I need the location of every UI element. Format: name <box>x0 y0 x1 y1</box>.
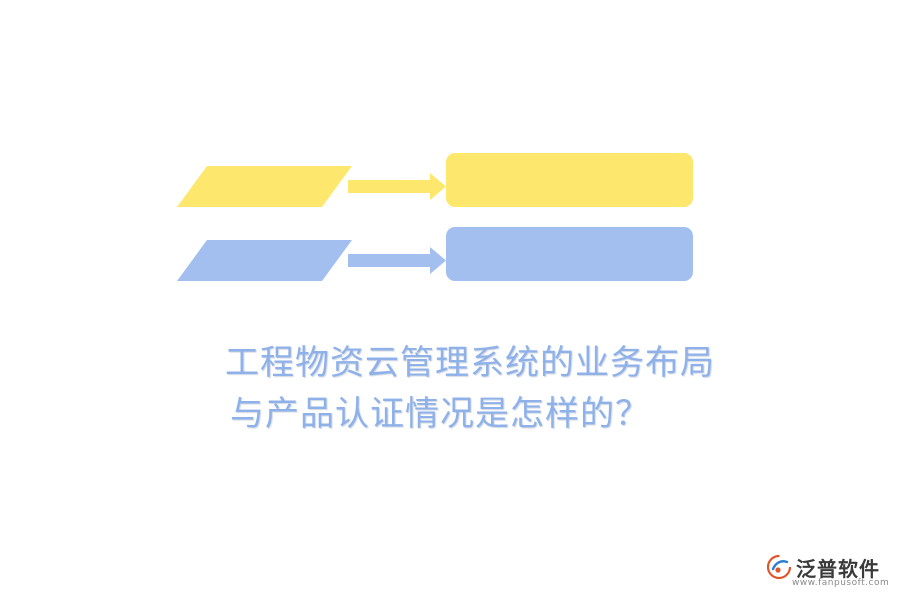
blue-parallelogram <box>177 240 352 281</box>
yellow-parallelogram <box>177 166 352 207</box>
headline-line-2: 与产品认证情况是怎样的？ <box>230 394 650 434</box>
fanpu-logo-icon <box>766 554 792 580</box>
brand-name: 泛普软件 <box>796 557 880 581</box>
brand-url: www.fanpusoft.com <box>792 578 890 588</box>
blue-arrow <box>348 247 446 274</box>
yellow-arrow <box>348 173 446 200</box>
headline-line-1: 工程物资云管理系统的业务布局 <box>225 343 715 383</box>
blue-box <box>446 227 693 281</box>
flow-diagram <box>177 153 693 281</box>
brand-logo[interactable]: 泛普软件 www.fanpusoft.com <box>766 552 892 588</box>
yellow-box <box>446 153 693 207</box>
